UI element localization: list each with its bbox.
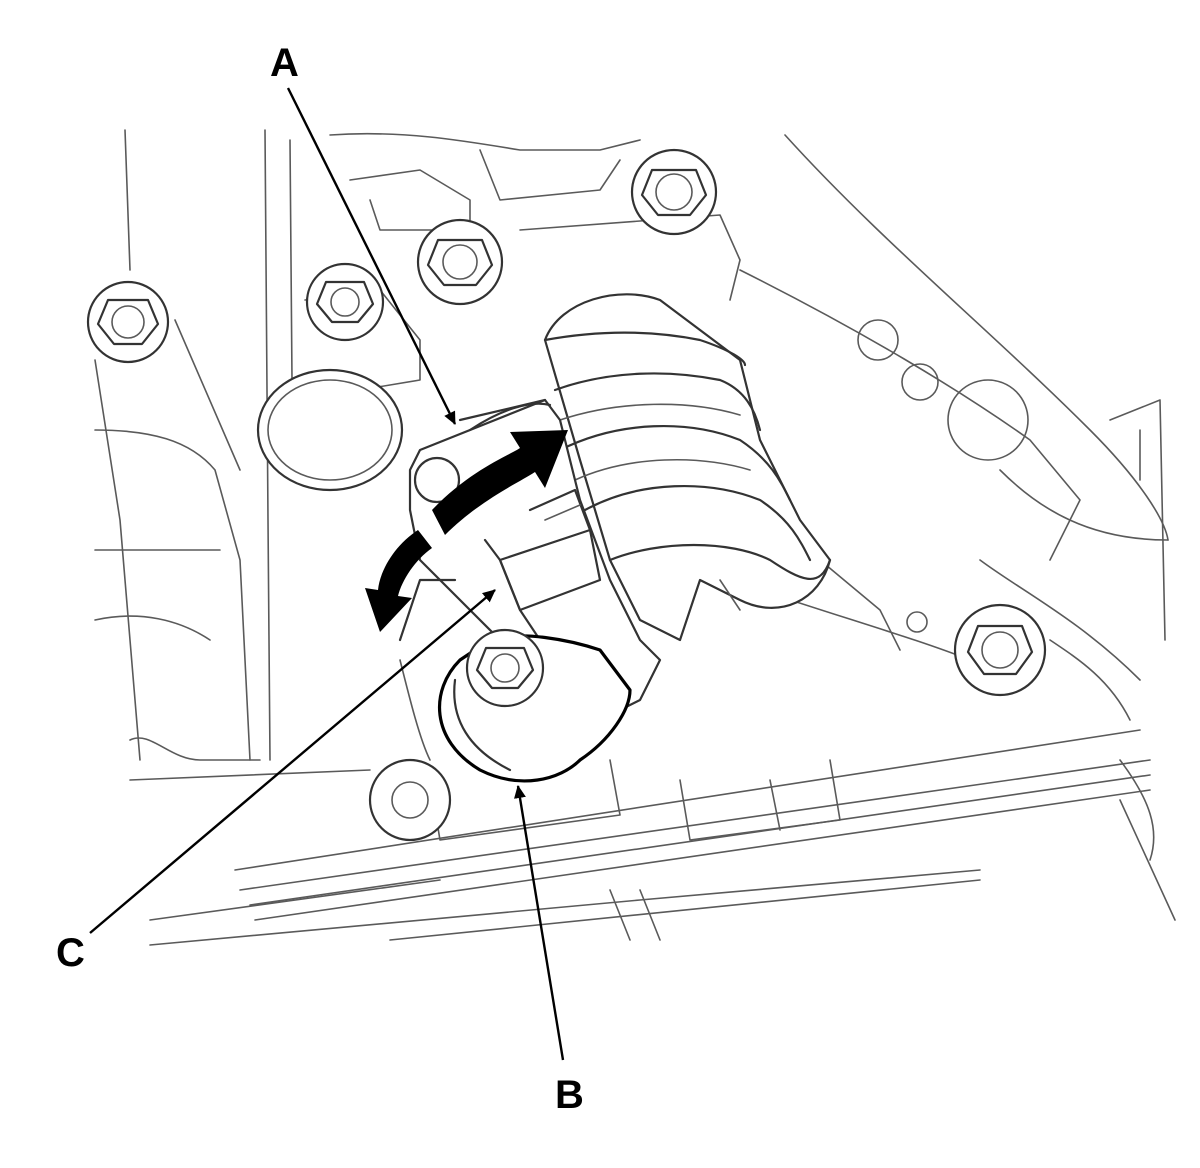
callout-c: C — [56, 931, 85, 975]
rotation-arrow-up — [432, 430, 568, 535]
leader-line-a — [286, 87, 457, 425]
tube-fitting — [256, 368, 404, 492]
bolt-lower-left — [368, 758, 452, 842]
leader-line-c — [89, 589, 496, 934]
bolt-upper-right — [630, 148, 718, 236]
callout-b: B — [555, 1073, 584, 1117]
bolt-left — [86, 280, 170, 364]
bolt-b-assembly — [437, 628, 632, 783]
bolt-upper-left — [305, 262, 385, 342]
plate-holes — [857, 319, 1029, 633]
leader-line-b — [514, 785, 565, 1061]
housing-outline — [94, 129, 1176, 921]
ribbed-cylinder — [543, 293, 832, 642]
bolt-upper-center — [416, 218, 504, 306]
rotation-arrow-down — [365, 530, 432, 632]
bolt-lower-right — [953, 603, 1047, 697]
lower-bracket — [149, 729, 1155, 946]
callout-a: A — [270, 41, 299, 85]
